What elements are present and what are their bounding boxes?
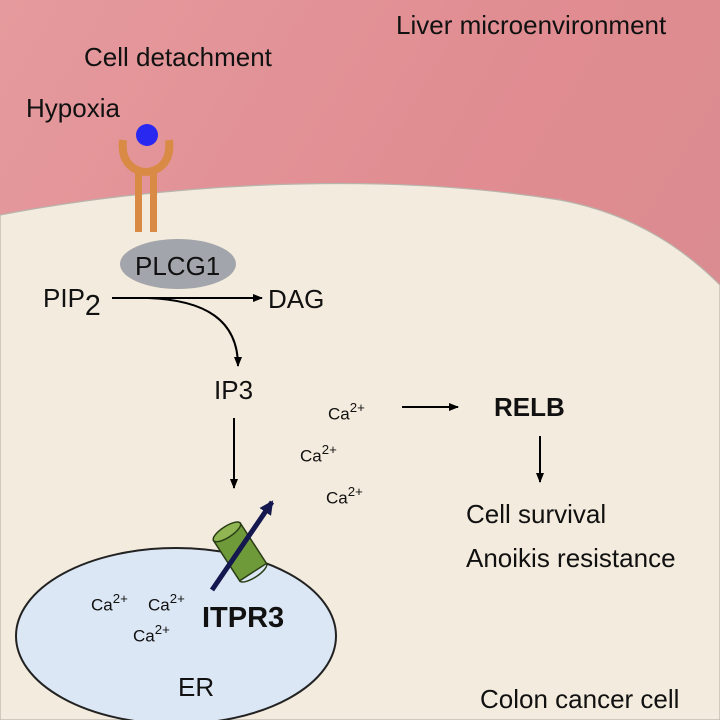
ip3-label: IP3 — [214, 375, 254, 405]
calcium-ion-label: Ca2+ — [326, 485, 363, 506]
er-calcium-ion-label: Ca2+ — [91, 592, 128, 613]
hypoxia-label: Hypoxia — [26, 93, 120, 123]
calcium-symbol: Ca — [91, 595, 113, 615]
calcium-symbol: Ca — [300, 446, 322, 466]
calcium-charge: 2+ — [112, 591, 128, 606]
calcium-ion-label: Ca2+ — [300, 443, 337, 464]
itpr3-label: ITPR3 — [202, 602, 285, 634]
receptor-icon — [118, 139, 174, 232]
pip2-base: PIP — [43, 283, 85, 313]
colon-cancer-cell-label: Colon cancer cell — [480, 684, 680, 714]
pip2-label: PIP2 — [43, 285, 101, 321]
calcium-charge: 2+ — [349, 400, 365, 415]
dag-label: DAG — [268, 284, 325, 314]
calcium-symbol: Ca — [133, 626, 155, 646]
cell-detachment-label: Cell detachment — [84, 42, 272, 72]
calcium-symbol: Ca — [328, 404, 350, 424]
er-label: ER — [178, 672, 215, 702]
liver-microenvironment-label: Liver microenvironment — [396, 10, 667, 40]
calcium-release-arrow — [209, 500, 275, 592]
cell-survival-label: Cell survival — [466, 499, 607, 529]
er-calcium-ion-label: Ca2+ — [133, 623, 170, 644]
er-calcium-ion-label: Ca2+ — [148, 592, 185, 613]
calcium-ion-label: Ca2+ — [328, 401, 365, 422]
calcium-charge: 2+ — [169, 591, 185, 606]
calcium-charge: 2+ — [347, 484, 363, 499]
plcg1-label: PLCG1 — [135, 251, 221, 281]
calcium-symbol: Ca — [148, 595, 170, 615]
anoikis-resistance-label: Anoikis resistance — [466, 543, 676, 573]
pip2-subscript: 2 — [84, 290, 101, 322]
relb-label: RELB — [494, 392, 565, 422]
ligand-icon — [136, 124, 158, 146]
arrow-pip2-ip3 — [147, 297, 242, 367]
calcium-symbol: Ca — [326, 488, 348, 508]
calcium-charge: 2+ — [154, 622, 170, 637]
calcium-charge: 2+ — [321, 442, 337, 457]
plcg1-oval — [120, 239, 236, 289]
er-organelle — [15, 547, 337, 720]
